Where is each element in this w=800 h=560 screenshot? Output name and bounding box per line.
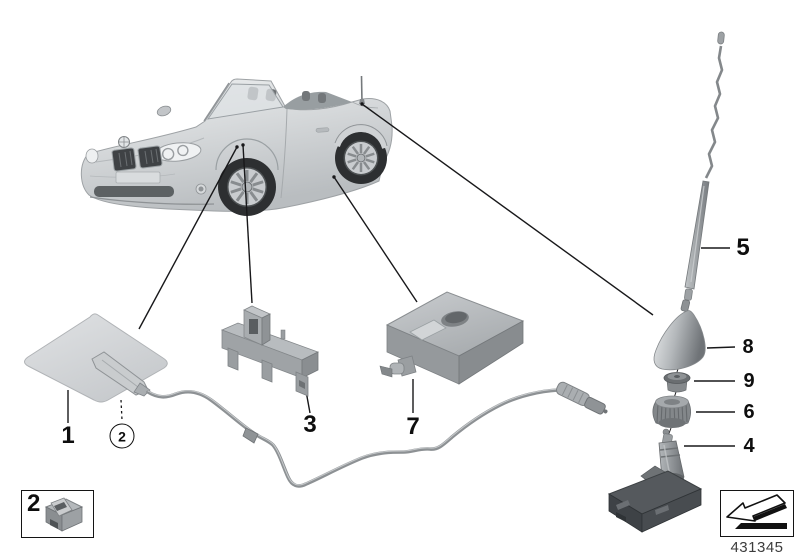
leader-lines	[67, 102, 736, 447]
callout-7[interactable]: 7	[406, 413, 420, 440]
part-4-antenna-mount	[607, 428, 703, 533]
callout-2-circled-label: 2	[118, 428, 126, 444]
car-illustration	[80, 75, 393, 216]
kidney-grille	[111, 145, 163, 172]
callout-4[interactable]: 4	[743, 435, 755, 457]
callout-3[interactable]: 3	[303, 411, 317, 438]
antenna-cable	[146, 381, 608, 488]
bmw-roundel	[118, 136, 130, 148]
part-7-antenna-amplifier	[379, 291, 525, 385]
direction-arrow-box	[720, 490, 794, 537]
part-6-knurled-nut	[652, 395, 692, 428]
part-2-inset-box: 2	[21, 490, 94, 538]
callout-2-boxed[interactable]: 2	[27, 490, 41, 517]
part-8-antenna-base-cone	[653, 299, 706, 371]
part-3-bracket	[220, 305, 320, 397]
cable-connector	[555, 381, 608, 415]
part-9-seal-grommet	[663, 372, 691, 393]
diagram-code: 431345	[730, 539, 784, 556]
part-5-antenna-rod	[684, 31, 725, 301]
cable-clip-on-harness	[242, 427, 259, 444]
callout-6[interactable]: 6	[743, 401, 755, 423]
callout-1[interactable]: 1	[61, 422, 75, 449]
direction-of-travel-arrow-icon	[726, 494, 787, 529]
callout-8[interactable]: 8	[742, 336, 754, 358]
callout-9[interactable]: 9	[743, 370, 755, 392]
rear-wheel	[334, 124, 388, 184]
part-1-film-antenna	[24, 313, 168, 403]
callout-5[interactable]: 5	[736, 234, 750, 261]
installed-antenna-stub	[359, 75, 365, 104]
part-2-clip-drawing	[44, 497, 84, 532]
front-wheel	[215, 138, 279, 216]
callout-2-circled[interactable]: 2	[109, 423, 135, 449]
